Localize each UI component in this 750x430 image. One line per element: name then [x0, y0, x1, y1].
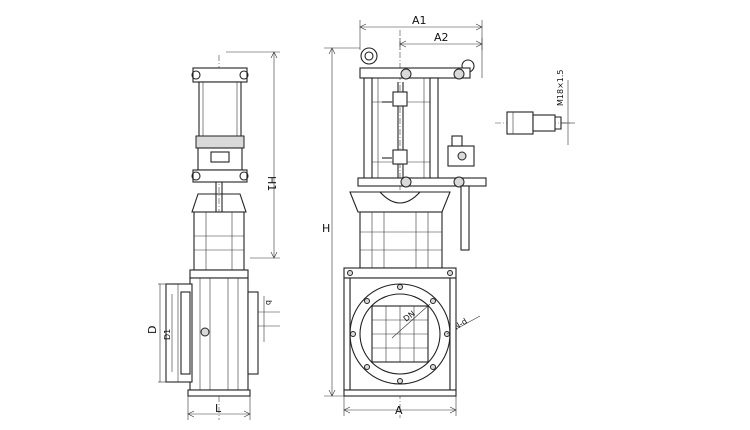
thread-label: M18×1.5 [556, 69, 565, 106]
dim-b-label: b [264, 300, 273, 305]
dim-D-label: D [146, 326, 159, 334]
thread-detail: M18×1.5 [495, 69, 575, 145]
dim-A-label: A [395, 404, 403, 417]
dim-H1-label: H1 [265, 176, 278, 191]
dim-H-label: H [322, 222, 330, 235]
side-view: H1 b D D1 L [146, 51, 280, 420]
dim-D1-label: D1 [163, 329, 172, 340]
dim-A1-label: A1 [412, 14, 427, 27]
front-view: A1 A2 [322, 14, 487, 418]
dim-A2-label: A2 [434, 31, 449, 44]
dim-L-label: L [215, 402, 222, 415]
